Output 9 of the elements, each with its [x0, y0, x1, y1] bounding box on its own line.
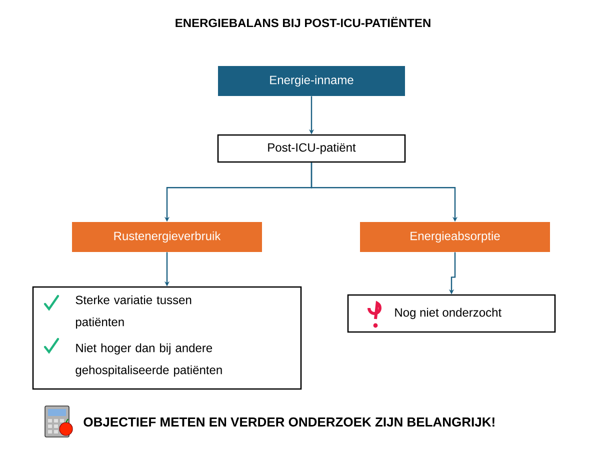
process-box: Energie-inname	[218, 66, 405, 96]
category-box: Rustenergieverbruik	[72, 222, 262, 252]
process-box: Post-ICU-patiënt	[217, 134, 406, 163]
list-item: Niet hoger dan bij andere gehospitaliseerde patiënten	[76, 343, 222, 377]
title: ENERGIEBALANS BIJ POST-ICU-PATIËNTEN	[176, 16, 430, 28]
category-box: Energieabsorptie	[360, 222, 550, 252]
list-item: Sterke variatie tussen patiënten	[76, 295, 192, 329]
note-box: Nog niet onderzocht	[347, 294, 556, 333]
note-text: OBJECTIEF METEN EN VERDER ONDERZOEK ZIJN BELANGRIJK!	[84, 417, 494, 427]
